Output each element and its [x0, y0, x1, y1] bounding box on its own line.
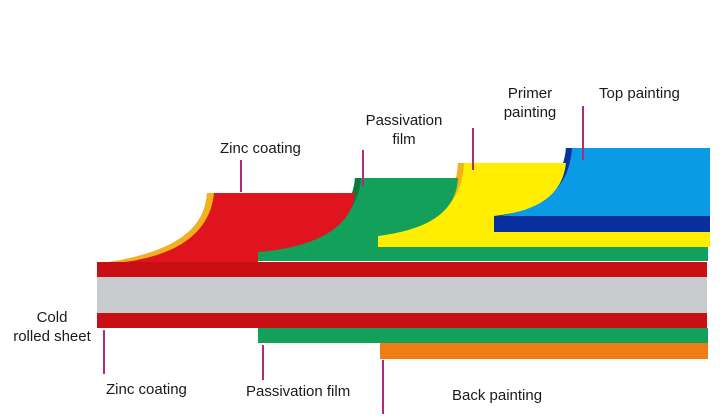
label-cold-rolled-sheet: Cold rolled sheet — [13, 309, 91, 345]
top-painting-layer — [494, 148, 710, 216]
top-painting-base-strip — [494, 216, 710, 232]
primer-painting-base-strip — [378, 232, 710, 247]
label-zinc-coating-top: Zinc coating — [220, 140, 301, 157]
passivation-film-layer — [258, 178, 458, 247]
passivation-film-bottom-strip — [258, 328, 708, 343]
zinc-coating-bottom-strip — [97, 313, 707, 328]
label-back-painting: Back painting — [452, 387, 543, 404]
primer-painting-layer — [378, 163, 566, 232]
label-primer-painting: Primer painting — [503, 85, 557, 121]
zinc-coating-edge — [110, 193, 214, 262]
label-passivation-film-bottom: Passivation film — [246, 383, 351, 400]
label-zinc-coating-bottom: Zinc coating — [106, 381, 187, 398]
label-top-painting: Top painting — [599, 85, 680, 102]
cold-rolled-steel-core — [97, 277, 707, 313]
zinc-coating-top-strip — [97, 262, 707, 277]
passivation-film-top-strip — [258, 247, 708, 261]
label-passivation-film-top: Passivation film — [365, 112, 443, 148]
back-painting-strip — [380, 343, 708, 359]
